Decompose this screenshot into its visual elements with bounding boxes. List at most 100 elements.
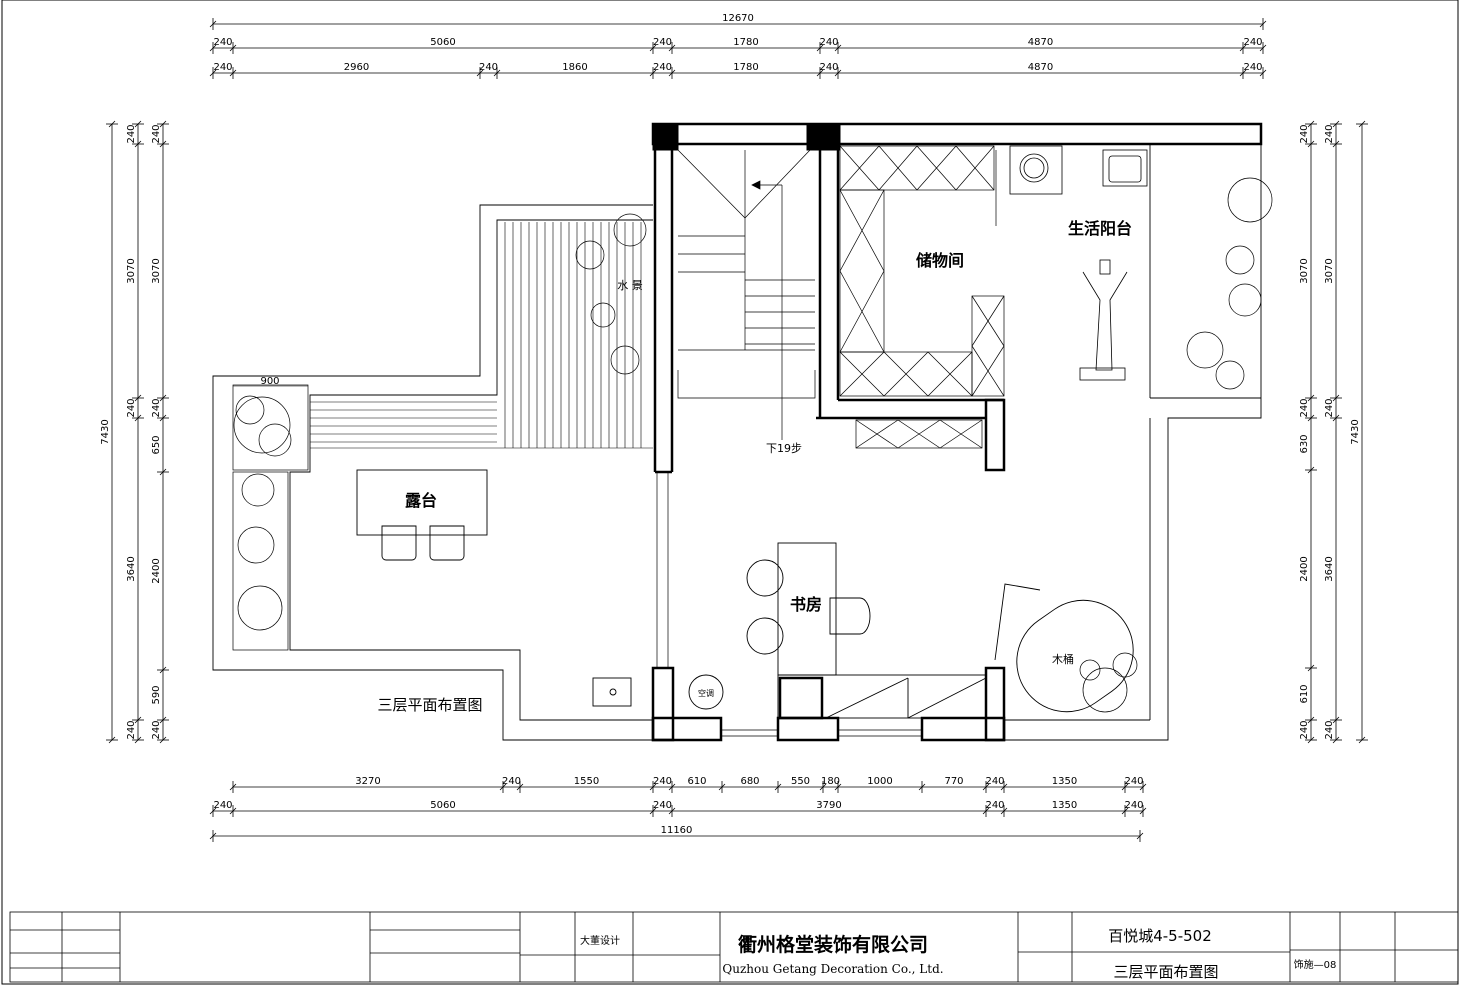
- title-block: [9, 911, 1459, 983]
- dim-top-row2-tick-slash: [649, 69, 657, 77]
- dim-left-outer-tick-slash: [134, 394, 142, 402]
- dim-bottom-total-tick-slash: [209, 832, 217, 840]
- staircase: [677, 149, 816, 440]
- dim-bottom-total-value: 11160: [661, 825, 693, 836]
- dim-left-outer-value: 240: [126, 398, 137, 417]
- left-dimensions: 7430240307024036402402403070240650240059…: [100, 120, 169, 744]
- dim-left-inner-value: 240: [151, 720, 162, 739]
- dim-bottom-row2-tick-slash: [229, 807, 237, 815]
- wooden-tub-label: 木桶: [1052, 652, 1074, 666]
- dim-bottom-row2-tick-slash: [982, 807, 990, 815]
- dim-right-outer-tick-slash: [1332, 414, 1340, 422]
- dim-top-row2-value: 1780: [733, 62, 758, 73]
- dim-bottom-row2-value: 240: [213, 800, 232, 811]
- dim-right-inner-value: 2400: [1299, 556, 1310, 581]
- dim-left-inner-tick-slash: [159, 394, 167, 402]
- terrace-table: [356, 469, 488, 561]
- dim-bottom-row1-tick-slash: [918, 783, 926, 791]
- dim-top-row2-tick-slash: [209, 69, 217, 77]
- dim-left-outer-value: 240: [126, 720, 137, 739]
- dim-900-label: 900: [260, 376, 279, 387]
- dim-bottom-row1-value: 1350: [1052, 776, 1077, 787]
- dim-bottom-row2-value: 1350: [1052, 800, 1077, 811]
- dim-left-outer-tick-slash: [134, 120, 142, 128]
- dim-right-inner-tick-slash: [1307, 664, 1315, 672]
- project-name: 百悦城4-5-502: [1108, 927, 1212, 945]
- dim-top-row2-tick-slash: [1259, 69, 1267, 77]
- dim-right-inner-value: 630: [1299, 434, 1310, 453]
- dim-left-total-value: 7430: [100, 419, 111, 444]
- plant-decorations: [233, 177, 1273, 713]
- dim-top-row1-tick-slash: [209, 44, 217, 52]
- dim-top-row1-value: 1780: [733, 37, 758, 48]
- dim-bottom-row1-value: 550: [791, 776, 810, 787]
- dim-bottom-row1-value: 240: [1124, 776, 1143, 787]
- dim-right-outer-tick-slash: [1332, 120, 1340, 128]
- dim-left-outer-value: 3070: [126, 258, 137, 283]
- dim-bottom-row1-value: 240: [985, 776, 1004, 787]
- dim-left-inner-tick-slash: [159, 414, 167, 422]
- terrace-area: [212, 204, 653, 741]
- dim-left-inner-tick-slash: [159, 736, 167, 744]
- dim-left-inner-tick-slash: [159, 666, 167, 674]
- dim-top-total-tick-slash: [1259, 20, 1267, 28]
- dim-top-row1-tick-slash: [649, 44, 657, 52]
- dim-top-row1-value: 240: [819, 37, 838, 48]
- dim-left-outer-tick-slash: [134, 140, 142, 148]
- dim-right-inner-value: 3070: [1299, 258, 1310, 283]
- dim-left-total-tick-slash: [108, 736, 116, 744]
- dim-bottom-row1-tick-slash: [834, 783, 842, 791]
- dim-bottom-total-tick-slash: [1136, 832, 1144, 840]
- dim-left-outer-value: 3640: [126, 556, 137, 581]
- dim-top-row2-tick-slash: [834, 69, 842, 77]
- company-name-en: Quzhou Getang Decoration Co., Ltd.: [722, 962, 943, 976]
- dim-top-row1-value: 5060: [430, 37, 455, 48]
- dim-left-inner-value: 650: [151, 435, 162, 454]
- dim-top-row1-tick-slash: [1239, 44, 1247, 52]
- dim-top-row1-tick-slash: [229, 44, 237, 52]
- drawing-name: 三层平面布置图: [1113, 963, 1218, 981]
- dim-bottom-row2-value: 240: [653, 800, 672, 811]
- wood-deck: [310, 222, 653, 449]
- dim-right-inner-tick-slash: [1307, 140, 1315, 148]
- dim-bottom-row1-tick-slash: [1000, 783, 1008, 791]
- dim-top-row1-tick-slash: [1259, 44, 1267, 52]
- dim-left-outer-tick-slash: [134, 716, 142, 724]
- balcony-fixtures: [1009, 145, 1148, 381]
- dim-right-inner-tick-slash: [1307, 394, 1315, 402]
- sheet-number: 饰施—08: [1294, 958, 1337, 971]
- dim-top-row1-value: 240: [1243, 37, 1262, 48]
- dim-left-outer-tick-slash: [134, 414, 142, 422]
- dim-bottom-row2-value: 240: [985, 800, 1004, 811]
- ac-label: 空调: [698, 688, 714, 698]
- dim-top-row2-tick-slash: [493, 69, 501, 77]
- dim-left-inner-value: 2400: [151, 558, 162, 583]
- water-feature-label: 水 景: [617, 279, 643, 292]
- dim-bottom-row1-value: 610: [687, 776, 706, 787]
- dim-right-inner-value: 610: [1299, 684, 1310, 703]
- dim-bottom-row1-value: 1000: [867, 776, 892, 787]
- dim-right-inner-tick-slash: [1307, 414, 1315, 422]
- stairs-down-label: 下19步: [766, 442, 802, 455]
- dim-bottom-row1-tick-slash: [516, 783, 524, 791]
- dim-bottom-row1-value: 1550: [574, 776, 599, 787]
- study-label: 书房: [790, 595, 822, 614]
- dim-left-inner-tick-slash: [159, 140, 167, 148]
- dim-right-outer-tick-slash: [1332, 394, 1340, 402]
- dim-top-row1-tick-slash: [668, 44, 676, 52]
- dim-bottom-row1-tick-slash: [819, 783, 827, 791]
- dim-top-total-value: 12670: [722, 13, 754, 24]
- dim-bottom-row1-tick-slash: [982, 783, 990, 791]
- dim-right-outer-value: 3640: [1324, 556, 1335, 581]
- dim-top-row2-value: 240: [479, 62, 498, 73]
- storage-cabinets: [839, 145, 1005, 449]
- dim-top-row2-value: 1860: [562, 62, 587, 73]
- study-furniture: [592, 542, 987, 720]
- dim-right-total-value: 7430: [1350, 419, 1361, 444]
- utility-balcony-label: 生活阳台: [1068, 219, 1132, 238]
- dim-left-inner-tick-slash: [159, 716, 167, 724]
- dim-top-row2-value: 240: [819, 62, 838, 73]
- dim-top-row2-value: 2960: [344, 62, 369, 73]
- dim-bottom-row1-tick-slash: [1139, 783, 1147, 791]
